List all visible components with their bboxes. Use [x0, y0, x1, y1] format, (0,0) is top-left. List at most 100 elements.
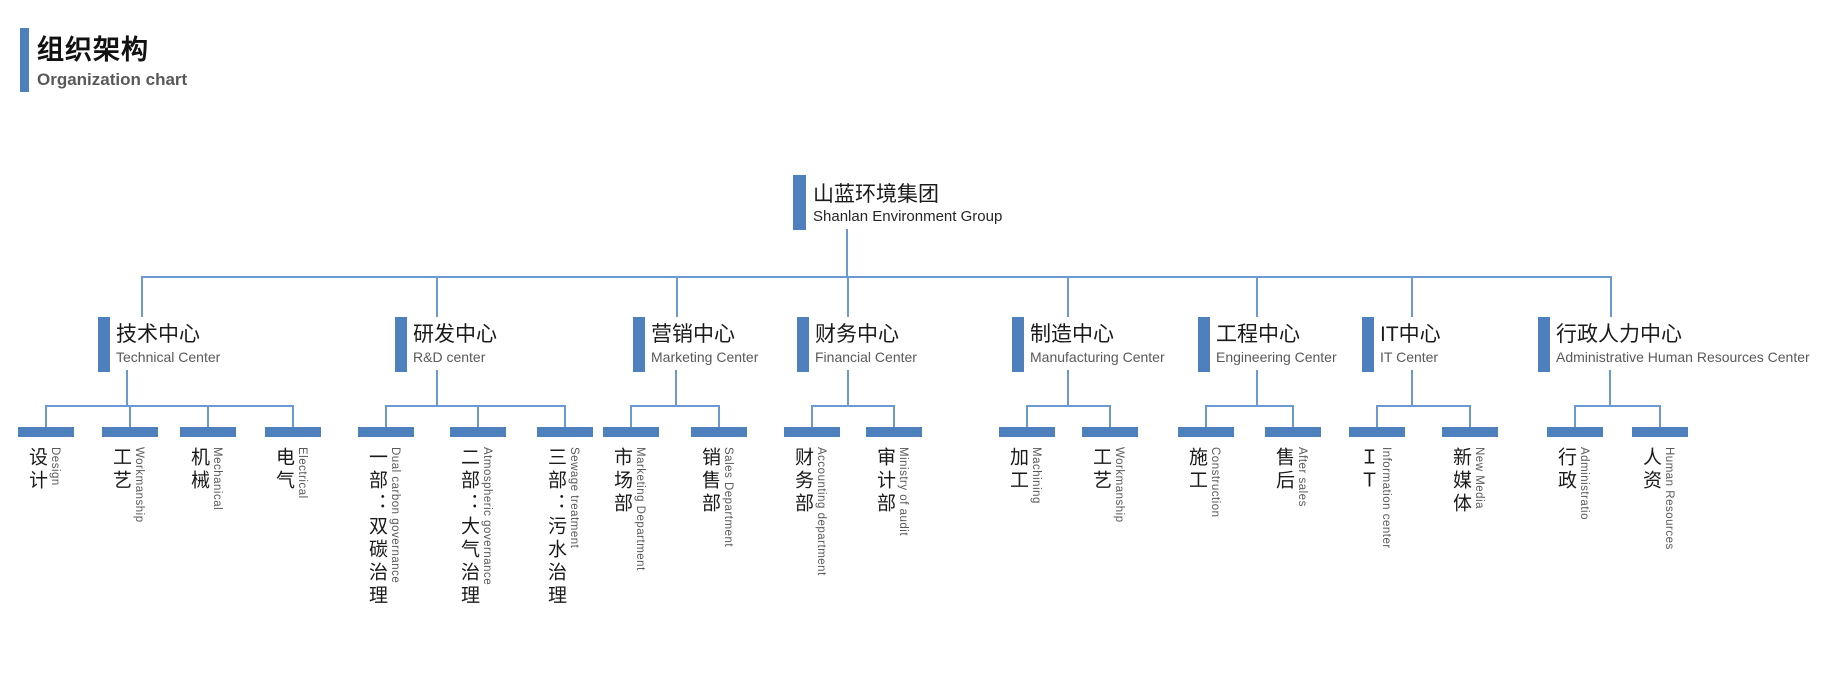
connector-line: [1610, 276, 1612, 317]
connector-line: [1109, 405, 1111, 427]
leaf-label-en: Machining: [1030, 447, 1042, 504]
leaf-bar: [265, 427, 321, 437]
leaf-label-en: Accounting department: [815, 447, 827, 576]
connector-line: [812, 405, 894, 407]
leaf-bar: [603, 427, 659, 437]
leaf-label-en: Mechanical: [211, 447, 223, 511]
page-title: 组织架构: [37, 35, 149, 65]
leaf-label-zh: 工艺: [1090, 447, 1111, 493]
leaf-label-zh: 电气: [273, 447, 294, 493]
leaf-label-zh: 一部：双碳治理: [366, 447, 387, 608]
leaf-label-en: Workmanship: [1113, 447, 1125, 523]
connector-line: [1609, 370, 1611, 405]
connector-line: [141, 276, 143, 317]
leaf-label-zh: 财务部: [792, 447, 813, 516]
node-accent-bar: [633, 317, 645, 372]
connector-line: [564, 405, 566, 427]
leaf-bar: [866, 427, 922, 437]
connector-line: [630, 405, 632, 427]
connector-line: [1256, 370, 1258, 405]
node-accent-bar: [98, 317, 110, 372]
branch-label-en: Financial Center: [815, 349, 917, 365]
branch-label-zh: 研发中心: [413, 323, 497, 346]
leaf-label-en: Human Resources: [1663, 447, 1675, 550]
connector-line: [1026, 405, 1028, 427]
connector-line: [1205, 405, 1207, 427]
connector-line: [893, 405, 895, 427]
leaf-bar: [1178, 427, 1234, 437]
connector-line: [811, 405, 813, 427]
leaf-bar: [18, 427, 74, 437]
connector-line: [676, 276, 678, 317]
connector-line: [1411, 370, 1413, 405]
leaf-bar: [180, 427, 236, 437]
leaf-bar: [358, 427, 414, 437]
connector-line: [1067, 370, 1069, 405]
branch-label-zh: 行政人力中心: [1556, 323, 1682, 346]
connector-line: [207, 405, 209, 427]
leaf-label-zh: 加工: [1007, 447, 1028, 493]
branch-label-zh: 工程中心: [1216, 323, 1300, 346]
branch-label-en: Manufacturing Center: [1030, 349, 1165, 365]
leaf-label-en: Workmanship: [133, 447, 145, 523]
connector-line: [436, 370, 438, 405]
leaf-label-en: Sewage treatment: [568, 447, 580, 549]
connector-line: [631, 405, 719, 407]
leaf-label-zh: 人资: [1640, 447, 1661, 493]
leaf-label-en: Dual carbon governance: [389, 447, 401, 584]
leaf-bar: [1082, 427, 1138, 437]
leaf-label-en: New Media: [1473, 447, 1485, 510]
connector-line: [1292, 405, 1294, 427]
node-accent-bar: [1012, 317, 1024, 372]
root-label-en: Shanlan Environment Group: [813, 208, 1003, 225]
node-accent-bar: [395, 317, 407, 372]
leaf-bar: [999, 427, 1055, 437]
branch-label-en: Technical Center: [116, 349, 221, 365]
branch-label-en: Engineering Center: [1216, 349, 1337, 365]
leaf-label-zh: 施工: [1186, 447, 1207, 493]
leaf-bar: [450, 427, 506, 437]
node-accent-bar: [1538, 317, 1550, 372]
leaf-label-zh: 工艺: [110, 447, 131, 493]
root-label-zh: 山蓝环境集团: [813, 183, 939, 206]
connector-line: [142, 276, 1612, 278]
leaf-bar: [1349, 427, 1405, 437]
connector-line: [385, 405, 387, 427]
connector-line: [846, 229, 848, 276]
node-accent-bar: [793, 175, 806, 230]
leaf-label-zh: 三部：污水治理: [545, 447, 566, 608]
leaf-label-zh: 市场部: [611, 447, 632, 516]
leaf-label-en: Design: [49, 447, 61, 486]
connector-line: [847, 276, 849, 317]
leaf-label-zh: 二部：大气治理: [458, 447, 479, 608]
leaf-label-zh: ＩＴ: [1357, 447, 1378, 493]
leaf-label-en: Marketing Department: [634, 447, 646, 571]
branch-label-zh: 营销中心: [651, 323, 735, 346]
leaf-bar: [1442, 427, 1498, 437]
node-accent-bar: [797, 317, 809, 372]
leaf-label-zh: 设计: [26, 447, 47, 493]
title-accent-bar: [20, 28, 29, 92]
connector-line: [129, 405, 131, 427]
node-accent-bar: [1362, 317, 1374, 372]
leaf-label-en: Construction: [1209, 447, 1221, 518]
connector-line: [847, 370, 849, 405]
page-subtitle: Organization chart: [37, 70, 188, 89]
connector-line: [1411, 276, 1413, 317]
connector-line: [45, 405, 47, 427]
branch-label-en: R&D center: [413, 349, 486, 365]
connector-line: [386, 405, 565, 407]
branch-label-en: IT Center: [1380, 349, 1439, 365]
connector-line: [1206, 405, 1293, 407]
leaf-label-en: Sales Department: [722, 447, 734, 548]
connector-line: [1659, 405, 1661, 427]
branch-label-zh: 制造中心: [1030, 323, 1114, 346]
branch-label-zh: IT中心: [1380, 323, 1441, 346]
connector-line: [126, 370, 128, 405]
connector-line: [292, 405, 294, 427]
branch-label-en: Marketing Center: [651, 349, 759, 365]
connector-line: [675, 370, 677, 405]
connector-line: [1377, 405, 1470, 407]
connector-line: [436, 276, 438, 317]
